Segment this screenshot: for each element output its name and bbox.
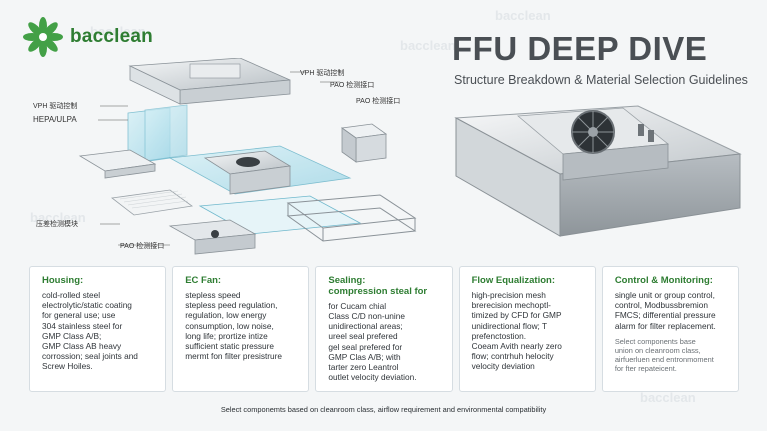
fan-module-part	[168, 145, 352, 195]
component-cards: Housing: cold-rolled steel electrolytic/…	[29, 266, 740, 392]
card-control-monitoring: Control & Monitoring: single unit or gro…	[601, 266, 740, 392]
top-housing-part	[128, 57, 291, 105]
leader-lines	[98, 71, 340, 246]
card-title: Control & Monitoring:	[614, 275, 713, 286]
exploded-view-illustration	[78, 57, 417, 255]
card-title: Flow Equalization:	[471, 275, 555, 286]
frame-part	[286, 194, 417, 242]
label-vph-control: VPH 驱动控制	[300, 70, 345, 77]
card-flow-equalization: Flow Equalization: high-precision mesh b…	[458, 266, 596, 392]
label-hepa: HEPA/ULPA	[33, 115, 77, 124]
card-housing: Housing: cold-rolled steel electrolytic/…	[29, 266, 167, 392]
card-body: single unit or group control, control, M…	[614, 289, 716, 331]
card-body: stepless speed stepless peed regulation,…	[185, 289, 283, 362]
card-note: Select components base union on cleanroo…	[614, 336, 714, 374]
page-subtitle: Structure Breakdown & Material Selection…	[454, 73, 748, 87]
card-body: for Cucam chial Class C/D non-unine unid…	[328, 300, 417, 383]
label-pao-bottom: PAO 检测接口	[120, 243, 165, 250]
label-pao-port-2: PAO 检测接口	[356, 98, 401, 105]
ffu-unit-image	[454, 105, 742, 237]
card-title: Housing:	[42, 275, 84, 286]
flow-mesh-part	[111, 189, 194, 216]
card-title: Sealing: compression steal for	[328, 275, 428, 297]
page-title: FFU DEEP DIVE	[452, 30, 708, 67]
brand-name: bacclean	[70, 26, 153, 47]
card-body: high-precision mesh brerecision mechoptl…	[471, 289, 562, 372]
brand-logo: bacclean	[22, 16, 153, 58]
tray-part	[168, 219, 257, 255]
card-sealing: Sealing: compression steal for for Cucam…	[315, 266, 453, 392]
label-pao-port-1: PAO 检测接口	[330, 82, 375, 89]
watermark: bacclean	[640, 390, 696, 405]
leaf-logo-icon	[23, 17, 63, 57]
label-vph-left: VPH 驱动控制	[33, 103, 78, 110]
watermark: bacclean	[400, 38, 456, 53]
label-pressure-module: 压差检测模块	[36, 221, 78, 228]
card-body: cold-rolled steel electrolytic/static co…	[42, 289, 138, 372]
card-ec-fan: EC Fan: stepless speed stepless peed reg…	[172, 266, 310, 392]
ffu-unit-illustration	[448, 96, 748, 256]
watermark: bacclean	[495, 8, 551, 23]
footer-note: Select componemts based on cleanroom cla…	[220, 405, 547, 414]
card-title: EC Fan:	[185, 275, 222, 286]
exploded-view-diagram	[20, 57, 440, 263]
vph-module-part	[78, 149, 157, 179]
control-box-part	[340, 123, 388, 163]
fan-icon	[571, 110, 615, 154]
